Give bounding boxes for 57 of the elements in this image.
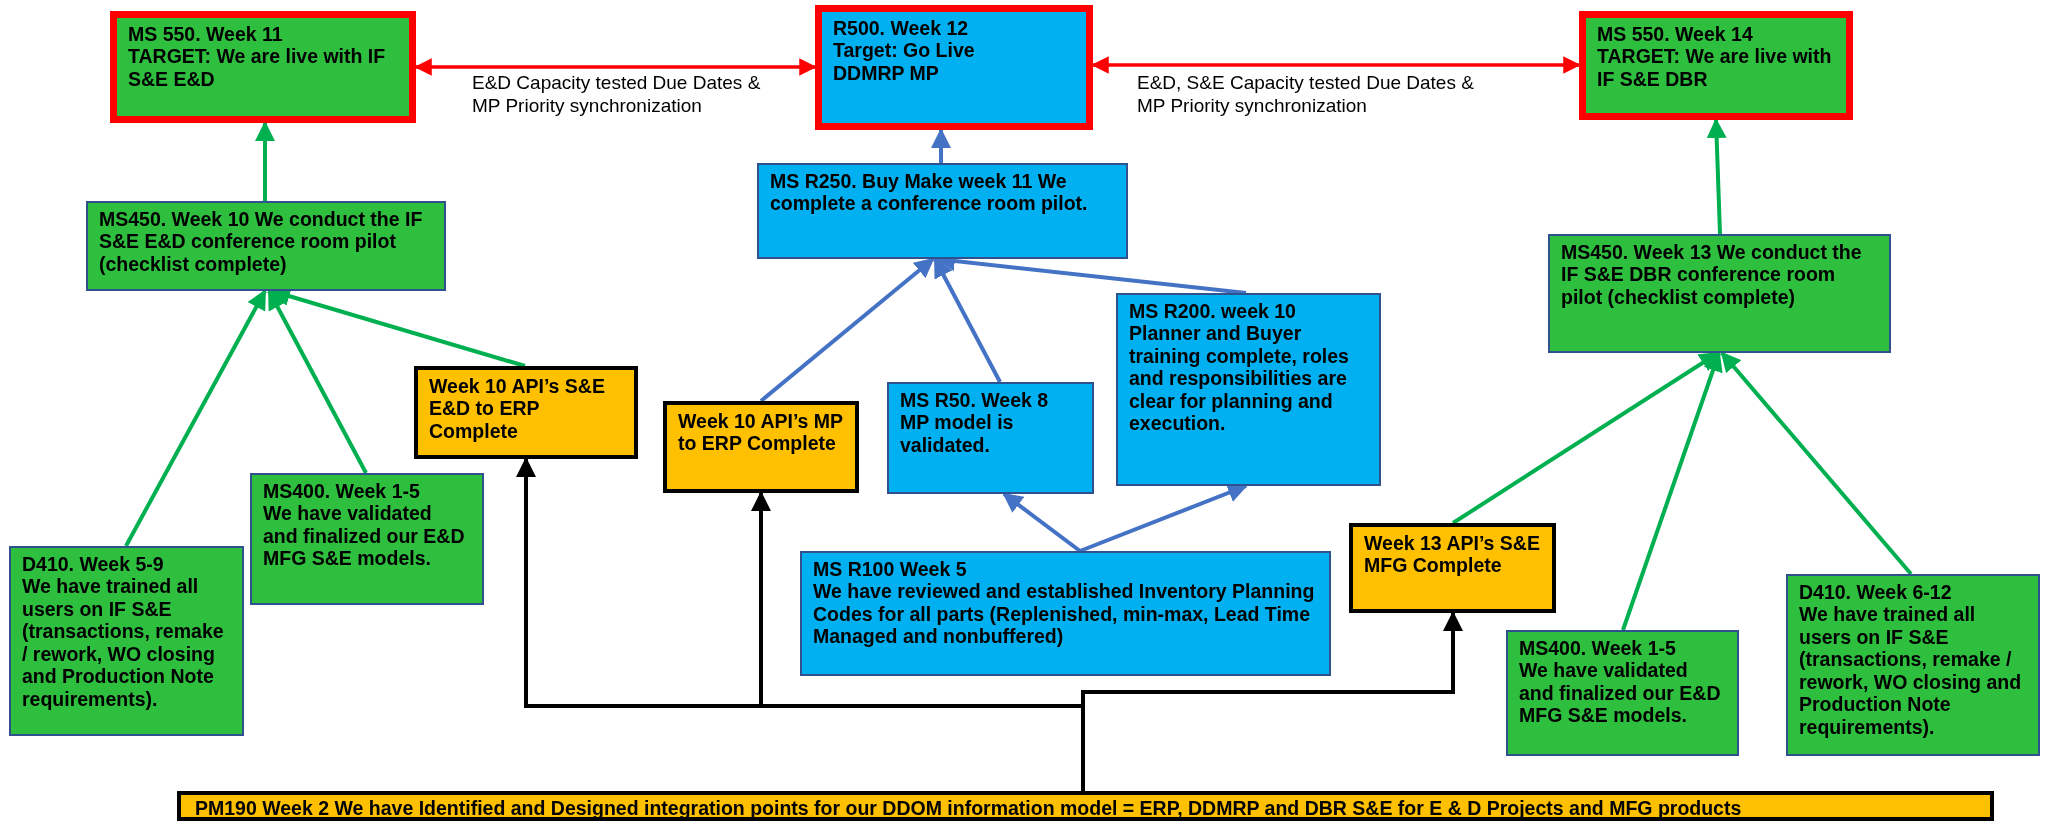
milestone-text: DDMRP MP — [833, 61, 939, 85]
milestone-text: Week 10 API’s MP to ERP Complete — [678, 410, 844, 455]
milestone-box — [86, 201, 446, 291]
milestone-text: MS400. Week 1-5 — [1519, 637, 1676, 660]
arrow — [1081, 611, 1463, 791]
milestone-box — [250, 473, 484, 605]
milestone-text: D410. Week 6-12 — [1799, 581, 1952, 604]
milestone-text: Target: Go Live — [833, 39, 975, 62]
arrow — [759, 257, 935, 403]
milestone-text: D410. Week 5-9 — [22, 553, 164, 576]
arrow — [1720, 351, 1913, 576]
milestone-box — [887, 382, 1094, 494]
arrow — [255, 121, 275, 201]
milestone-text: Week 10 API’s S&E E&D to ERP Complete — [429, 375, 606, 443]
milestone-box — [663, 401, 859, 493]
arrow — [124, 289, 267, 547]
milestone-text: MS R200. week 10 Planner and Buyer training complete, roles and responsibilities are clear for planning and execution. — [1129, 300, 1350, 435]
milestone-box — [800, 551, 1331, 676]
arrow — [414, 58, 817, 76]
arrow — [933, 257, 1002, 383]
milestone-text: MS450. Week 13 We conduct the IF S&E DBR conference room pilot (checklist complete) — [1561, 241, 1863, 309]
milestone-box — [177, 791, 1994, 821]
arrow — [1706, 118, 1727, 235]
milestone-box — [1548, 234, 1891, 353]
milestone-text: We have reviewed and established Inventory Planning Codes for all parts (Replenished, min-max, Lead Time Managed and nonbuffered) — [813, 580, 1316, 648]
milestone-box — [414, 366, 638, 459]
milestone-text: We have trained all users on IF S&E (transactions, remake / rework, WO closing and Production Note requirements). — [22, 575, 225, 710]
arrow — [1621, 351, 1723, 631]
milestone-box — [1786, 574, 2040, 756]
milestone-text: Week 13 API’s S&E MFG Complete — [1364, 532, 1541, 577]
milestone-box — [815, 5, 1093, 130]
milestone-text: TARGET: We are live with IF S&E E&D — [128, 45, 387, 91]
arrow — [1002, 492, 1082, 553]
milestone-text: R500. Week 12 — [833, 17, 969, 40]
arrow — [931, 128, 951, 163]
milestone-box — [1579, 11, 1853, 120]
arrow — [267, 289, 368, 474]
milestone-text: We have validated and finalized our E&D MFG S&E models. — [1519, 659, 1722, 727]
milestone-text: TARGET: We are live with IF S&E DBR — [1597, 45, 1833, 91]
milestone-box — [1116, 293, 1381, 486]
arrow — [1091, 56, 1581, 74]
milestone-text: PM190 Week 2 We have Identified and Designed integration points for our DDOM information model = ERP, DDMRP and DBR S&E for E & D Projects and MFG products — [195, 797, 1742, 820]
milestone-box — [9, 546, 244, 736]
milestone-box — [110, 11, 416, 123]
milestone-text: We have trained all users on IF S&E (transactions, remake / rework, WO closing and Production Note requirements). — [1799, 603, 2023, 738]
milestone-text: We have validated and finalized our E&D MFG S&E models. — [263, 502, 466, 570]
milestone-box — [1506, 630, 1739, 756]
milestone-text: MS450. Week 10 We conduct the IF S&E E&D conference room pilot (checklist complete) — [99, 208, 424, 276]
milestone-text: MS R100 Week 5 — [813, 558, 967, 581]
milestone-text: MS 550. Week 14 — [1597, 23, 1753, 46]
milestone-text: MS R50. Week 8 MP model is validated. — [900, 389, 1050, 457]
milestone-box — [1349, 523, 1556, 613]
milestone-text: MS 550. Week 11 — [128, 23, 283, 46]
milestone-text: MS400. Week 1-5 — [263, 480, 420, 503]
arrow — [1451, 351, 1720, 525]
milestone-box — [757, 163, 1128, 259]
milestone-text: MS R250. Buy Make week 11 We complete a conference room pilot. — [770, 170, 1089, 215]
